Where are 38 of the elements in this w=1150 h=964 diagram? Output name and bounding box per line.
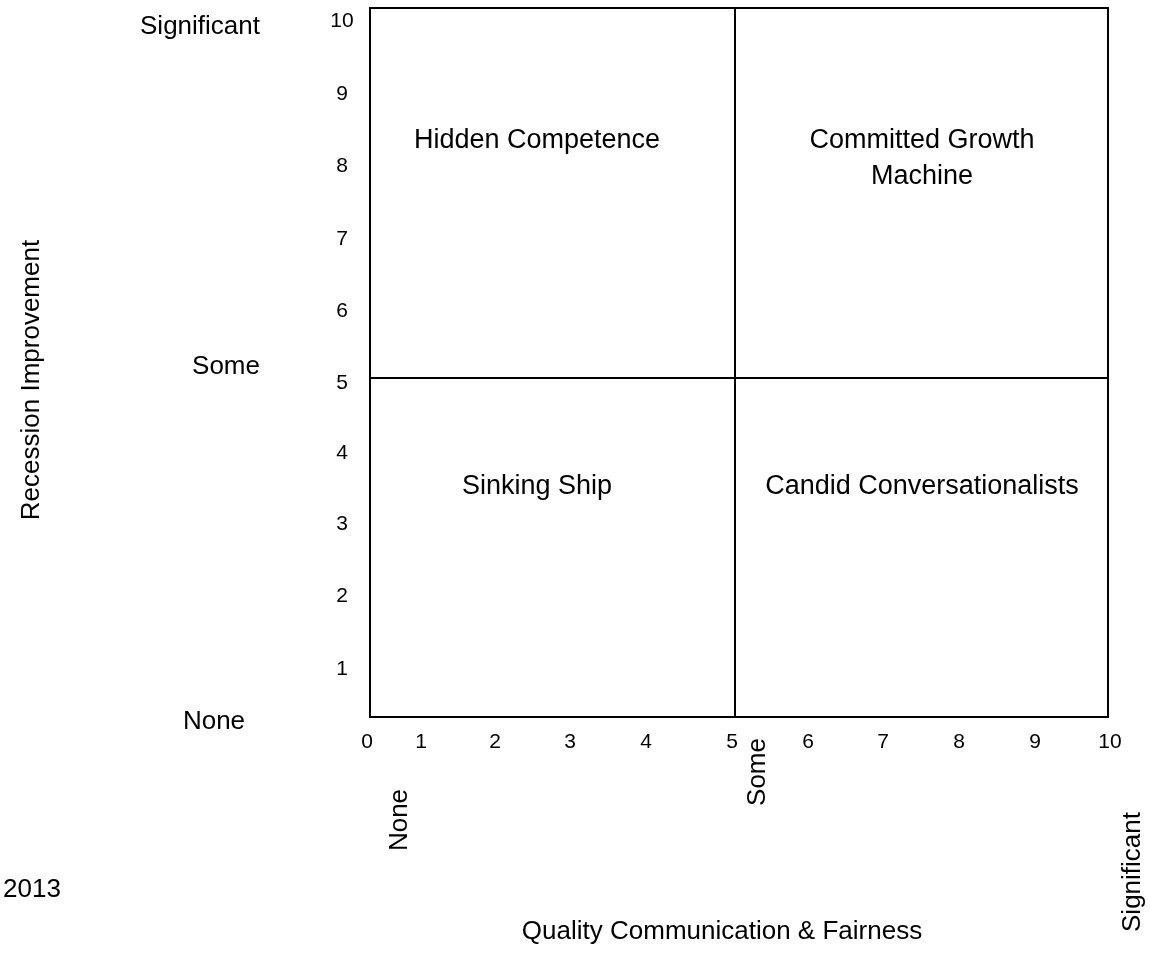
quadrant-box xyxy=(369,7,736,379)
tick-label: 2 xyxy=(336,583,348,607)
tick-label: 8 xyxy=(336,153,348,177)
tick-label: 6 xyxy=(336,298,348,322)
tick-label: 1 xyxy=(336,656,348,680)
scale-label: Significant xyxy=(1115,812,1147,932)
tick-label: 9 xyxy=(336,81,348,105)
tick-label: 1 xyxy=(415,729,427,753)
tick-label: 4 xyxy=(640,729,652,753)
quadrant-label: Committed Growth Machine xyxy=(808,123,1036,192)
tick-label: 5 xyxy=(726,729,738,753)
tick-label: 0 xyxy=(361,729,373,753)
tick-label: 3 xyxy=(564,729,576,753)
tick-label: 9 xyxy=(1029,729,1041,753)
tick-label: 4 xyxy=(336,440,348,464)
tick-label: 7 xyxy=(877,729,889,753)
scale-label: Significant xyxy=(140,9,260,41)
year-label: 2013 xyxy=(3,872,61,904)
scale-label: None xyxy=(182,704,246,736)
quadrant-label: Candid Conversationalists xyxy=(764,469,1080,502)
tick-label: 6 xyxy=(802,729,814,753)
quadrant-box xyxy=(369,377,736,718)
tick-label: 10 xyxy=(1098,729,1122,753)
axis-title: Quality Communication & Fairness xyxy=(521,914,923,946)
tick-label: 7 xyxy=(336,226,348,250)
tick-label: 2 xyxy=(489,729,501,753)
tick-label: 3 xyxy=(336,511,348,535)
tick-label: 8 xyxy=(953,729,965,753)
tick-label: 5 xyxy=(336,370,348,394)
scale-label: Some xyxy=(192,349,260,381)
quadrant-box xyxy=(734,7,1109,379)
quadrant-label: Sinking Ship xyxy=(460,469,614,502)
quadrant-box xyxy=(734,377,1109,718)
scale-label: None xyxy=(382,788,414,852)
tick-label: 10 xyxy=(330,8,354,32)
axis-title: Recession Improvement xyxy=(14,239,46,521)
scale-label: Some xyxy=(740,738,772,806)
quadrant-label: Hidden Competence xyxy=(412,123,662,156)
